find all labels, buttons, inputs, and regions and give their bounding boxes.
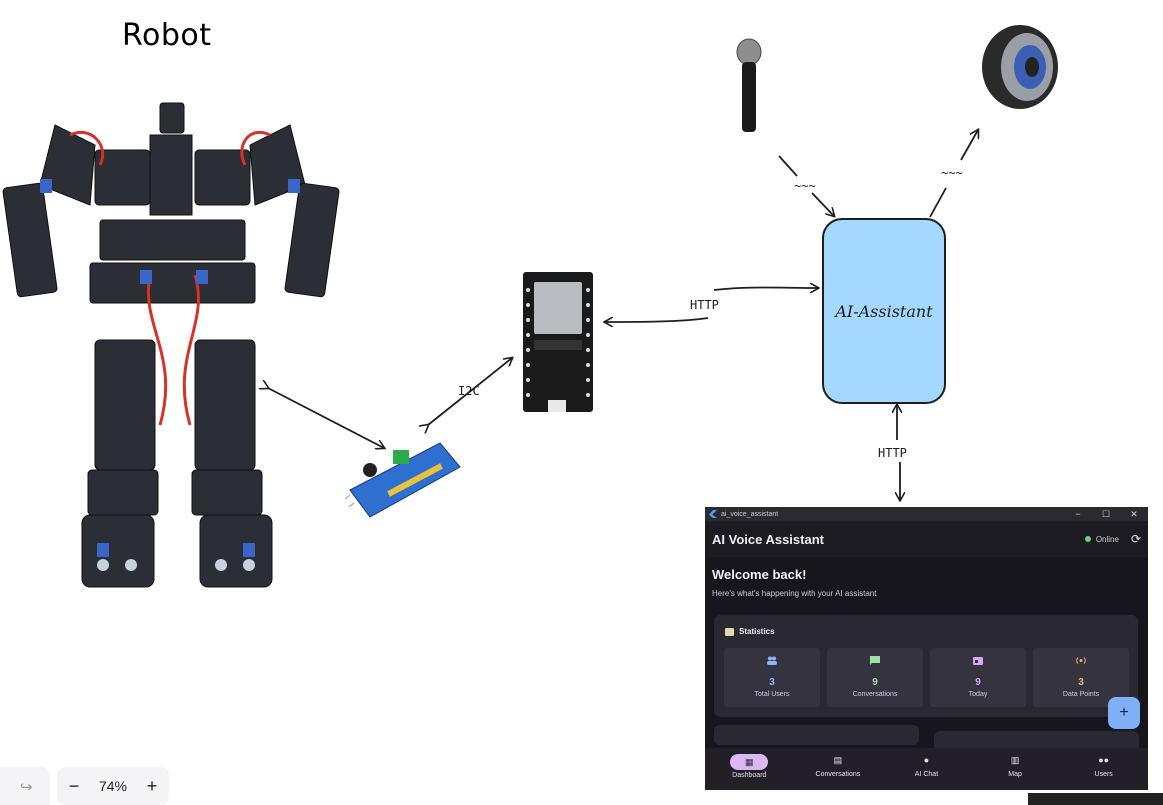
arrow-http-assistant [713, 288, 818, 291]
status-indicator: Online ⟳ [1084, 532, 1141, 546]
stat-value: 3 [769, 677, 775, 688]
refresh-icon[interactable]: ⟳ [1130, 532, 1141, 546]
flutter-logo-icon [709, 510, 717, 518]
welcome-heading: Welcome back! [712, 567, 807, 582]
close-button[interactable]: ✕ [1130, 508, 1138, 519]
stat-label: Total Users [754, 691, 790, 698]
users-icon [767, 656, 777, 665]
app-bar: AI Voice Assistant Online ⟳ [705, 521, 1148, 557]
assistant-icon: ● [923, 755, 930, 765]
stat-label: Today [968, 691, 988, 698]
calendar-icon [973, 657, 983, 665]
sensors-icon [1076, 657, 1086, 664]
stat-label: Conversations [852, 691, 898, 698]
zoom-toolbar: − 74% + [57, 767, 169, 805]
speaker-image [982, 25, 1058, 109]
bottom-navigation: ▦ Dashboard ▤ Conversations ● AI Chat ▥ … [705, 748, 1148, 790]
arrow-mic-assistant-head [811, 192, 834, 216]
esp32-image [523, 272, 593, 412]
nav-label: Conversations [815, 771, 861, 778]
label-speaker-wave: ~~~ [941, 166, 963, 180]
bottom-edge-tab [1028, 793, 1163, 805]
map-icon: ▥ [1010, 754, 1020, 765]
welcome-subtitle: Here's what's happening with your AI ass… [712, 589, 877, 598]
secondary-card [934, 731, 1139, 751]
nav-ai-chat[interactable]: ● AI Chat [882, 748, 971, 790]
ai-assistant-label: AI-Assistant [835, 301, 933, 321]
stat-value: 9 [872, 677, 878, 688]
arrow-esp-http [605, 318, 709, 322]
zoom-in-button[interactable]: + [146, 775, 158, 796]
undo-redo-toolbar: ↪ [0, 767, 50, 805]
app-window: ai_voice_assistant − ☐ ✕ AI Voice Assist… [705, 507, 1148, 790]
app-title: AI Voice Assistant [712, 531, 824, 547]
minimize-button[interactable]: − [1075, 508, 1081, 519]
statistics-title: Statistics [739, 627, 775, 636]
robot-image [2, 102, 340, 588]
chat-icon [870, 656, 880, 665]
status-text: Online [1095, 534, 1119, 544]
stat-tile-today[interactable]: 9 Today [930, 648, 1026, 707]
nav-label: Users [1094, 771, 1113, 778]
online-dot-icon [1084, 536, 1091, 542]
stat-tile-conversations[interactable]: 9 Conversations [827, 648, 923, 707]
dashboard-icon: ▦ [730, 754, 769, 770]
label-http-esp: HTTP [690, 298, 719, 312]
arrow-assistant-speaker-head [960, 130, 978, 161]
arrow-pwm-esp [428, 358, 512, 425]
zoom-out-button[interactable]: − [68, 775, 80, 796]
nav-label: AI Chat [914, 771, 939, 778]
window-title: ai_voice_assistant [721, 510, 779, 518]
redo-button[interactable]: ↪ [20, 778, 33, 796]
nav-conversations[interactable]: ▤ Conversations [794, 748, 883, 790]
users-icon: ●● [1098, 755, 1110, 765]
nav-users[interactable]: ●● Users [1059, 748, 1148, 790]
status-card [714, 725, 919, 745]
nav-map[interactable]: ▥ Map [971, 748, 1060, 790]
diagram-title: Robot [122, 18, 212, 53]
add-button[interactable]: + [1108, 697, 1140, 729]
window-titlebar: ai_voice_assistant − ☐ ✕ [705, 507, 1148, 521]
stat-value: 3 [1078, 677, 1084, 688]
stat-tile-users[interactable]: 3 Total Users [724, 648, 820, 707]
chat-icon: ▤ [833, 754, 843, 765]
stat-value: 9 [975, 677, 981, 688]
pwm-driver-image [345, 442, 461, 518]
ai-assistant-box[interactable]: AI-Assistant [822, 218, 946, 404]
arrow-mic-assistant [778, 155, 798, 177]
statistics-card: Statistics 3 Total Users 9 Conversations… [714, 615, 1138, 717]
maximize-button[interactable]: ☐ [1101, 508, 1111, 519]
nav-dashboard[interactable]: ▦ Dashboard [705, 748, 794, 790]
stat-label: Data Points [1062, 691, 1100, 698]
nav-label: Dashboard [732, 772, 767, 779]
microphone-image [736, 38, 762, 132]
arrow-robot-pwm [268, 388, 384, 448]
label-mic-wave: ~~~ [794, 179, 816, 193]
arrow-assistant-speaker [929, 187, 947, 218]
statistics-icon [725, 627, 734, 636]
label-http-app: HTTP [878, 446, 907, 460]
label-i2c: I2C [458, 384, 480, 398]
zoom-level[interactable]: 74% [98, 778, 128, 794]
nav-label: Map [1008, 771, 1022, 778]
